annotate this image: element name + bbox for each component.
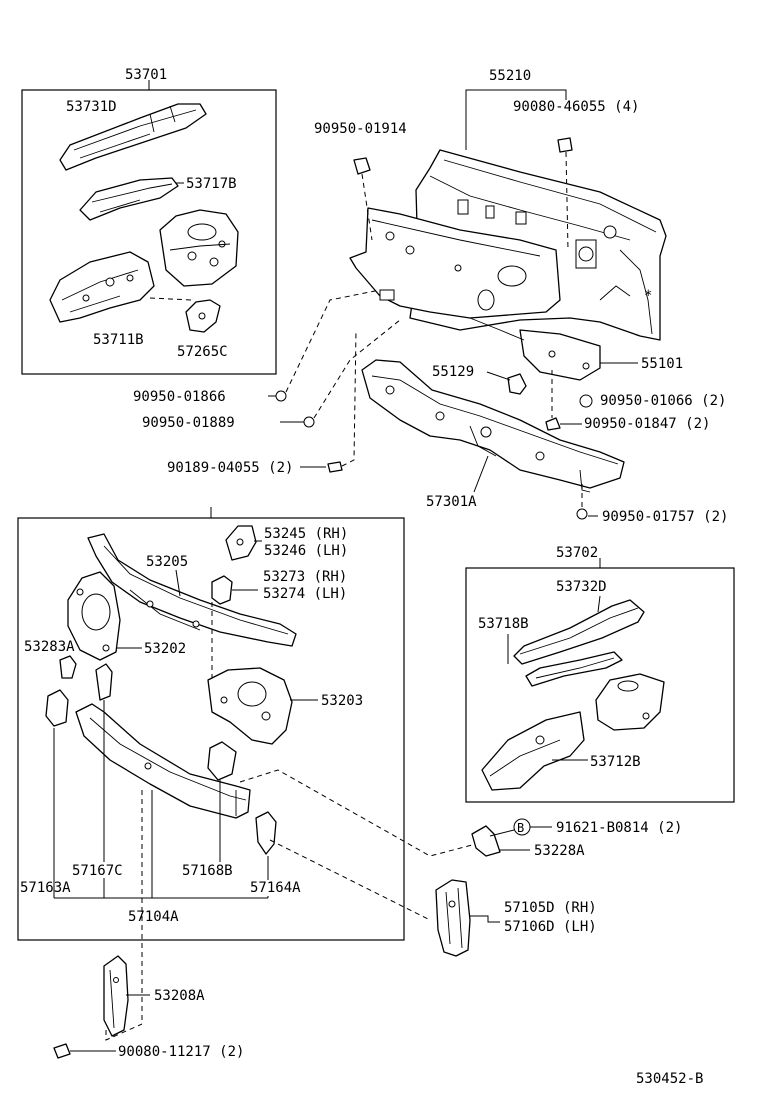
label-57164A: 57164A <box>250 880 301 896</box>
label-90950-01757: 90950-01757 (2) <box>602 509 728 525</box>
label-53711B: 53711B <box>93 332 144 348</box>
label-53731D: 53731D <box>66 99 117 115</box>
label-53712B: 53712B <box>590 754 641 770</box>
label-57167C: 57167C <box>72 863 123 879</box>
part-drawing-53731D <box>59 103 207 171</box>
label-57168B: 57168B <box>182 863 233 879</box>
label-90950-01914: 90950-01914 <box>314 121 407 137</box>
part-drawing-53228A <box>471 825 501 857</box>
clip-90950-01066 <box>579 394 593 408</box>
part-drawing-53203 <box>207 667 293 745</box>
clip-90950-01914 <box>353 157 371 175</box>
label-57301A: 57301A <box>426 494 477 510</box>
asterisk-mark: * <box>644 288 652 304</box>
label-90950-01866: 90950-01866 <box>133 389 226 405</box>
label-53701: 53701 <box>125 67 167 83</box>
label-90189-04055: 90189-04055 (2) <box>167 460 293 476</box>
label-53283A: 53283A <box>24 639 75 655</box>
label-91621-b0814: 91621-B0814 (2) <box>556 820 682 836</box>
label-53205: 53205 <box>146 554 188 570</box>
part-drawing-53208A <box>103 955 129 1037</box>
part-drawing-55101 <box>349 207 601 381</box>
part-drawing-57164A <box>255 811 277 855</box>
part-drawing-53202 <box>67 571 121 661</box>
label-53274: 53274 (LH) <box>263 586 347 602</box>
bolt-90080-11217 <box>53 1043 71 1059</box>
bolt-90189-04055 <box>327 461 343 473</box>
clip-90950-01866 <box>275 390 287 402</box>
label-53702: 53702 <box>556 545 598 561</box>
part-drawing-57163A <box>45 689 69 727</box>
label-90950-01066: 90950-01066 (2) <box>600 393 726 409</box>
part-drawing-53711B <box>49 251 155 323</box>
part-drawing-53205 <box>87 533 297 647</box>
part-drawing-55129 <box>507 373 527 395</box>
clip-90950-01757 <box>576 508 588 520</box>
label-55129: 55129 <box>432 364 474 380</box>
label-55101: 55101 <box>641 356 683 372</box>
circle-marker-b-text: B <box>517 821 524 835</box>
label-53717B: 53717B <box>186 176 237 192</box>
label-53202: 53202 <box>144 641 186 657</box>
part-drawing-53701-block <box>159 209 239 287</box>
label-53245: 53245 (RH) <box>264 526 348 542</box>
part-drawing-57104A <box>75 703 251 819</box>
label-90950-01889: 90950-01889 <box>142 415 235 431</box>
label-53246: 53246 (LH) <box>264 543 348 559</box>
label-90950-01847: 90950-01847 (2) <box>584 416 710 432</box>
label-57104A: 57104A <box>128 909 179 925</box>
part-drawing-57301A <box>361 359 625 493</box>
label-57163A: 57163A <box>20 880 71 896</box>
label-53718B: 53718B <box>478 616 529 632</box>
label-53273: 53273 (RH) <box>263 569 347 585</box>
part-drawing-57265C <box>185 299 221 333</box>
label-55210: 55210 <box>489 68 531 84</box>
part-drawing-57168B <box>207 741 237 781</box>
label-57106D: 57106D (LH) <box>504 919 597 935</box>
part-drawing-53718B <box>525 651 623 687</box>
clip-90950-01889 <box>303 416 315 428</box>
clip-90950-01847 <box>545 417 561 431</box>
label-53228A: 53228A <box>534 843 585 859</box>
label-57265C: 57265C <box>177 344 228 360</box>
label-53203: 53203 <box>321 693 363 709</box>
part-drawing-53732D <box>513 599 645 665</box>
part-drawing-53717B <box>79 177 179 221</box>
label-57105D: 57105D (RH) <box>504 900 597 916</box>
label-53208A: 53208A <box>154 988 205 1004</box>
part-drawing-57167C <box>95 663 113 701</box>
label-90080-11217: 90080-11217 (2) <box>118 1044 244 1060</box>
part-drawing-57105D <box>435 879 471 957</box>
part-drawing-53283A <box>59 655 77 679</box>
part-drawing-53245 <box>225 525 257 561</box>
part-drawing-53712B <box>481 673 665 791</box>
label-53732D: 53732D <box>556 579 607 595</box>
label-90080-46055: 90080-46055 (4) <box>513 99 639 115</box>
diagram-id: 530452-B <box>636 1071 703 1087</box>
part-drawing-53273 <box>211 575 233 605</box>
clip-90080-46055 <box>557 137 573 153</box>
